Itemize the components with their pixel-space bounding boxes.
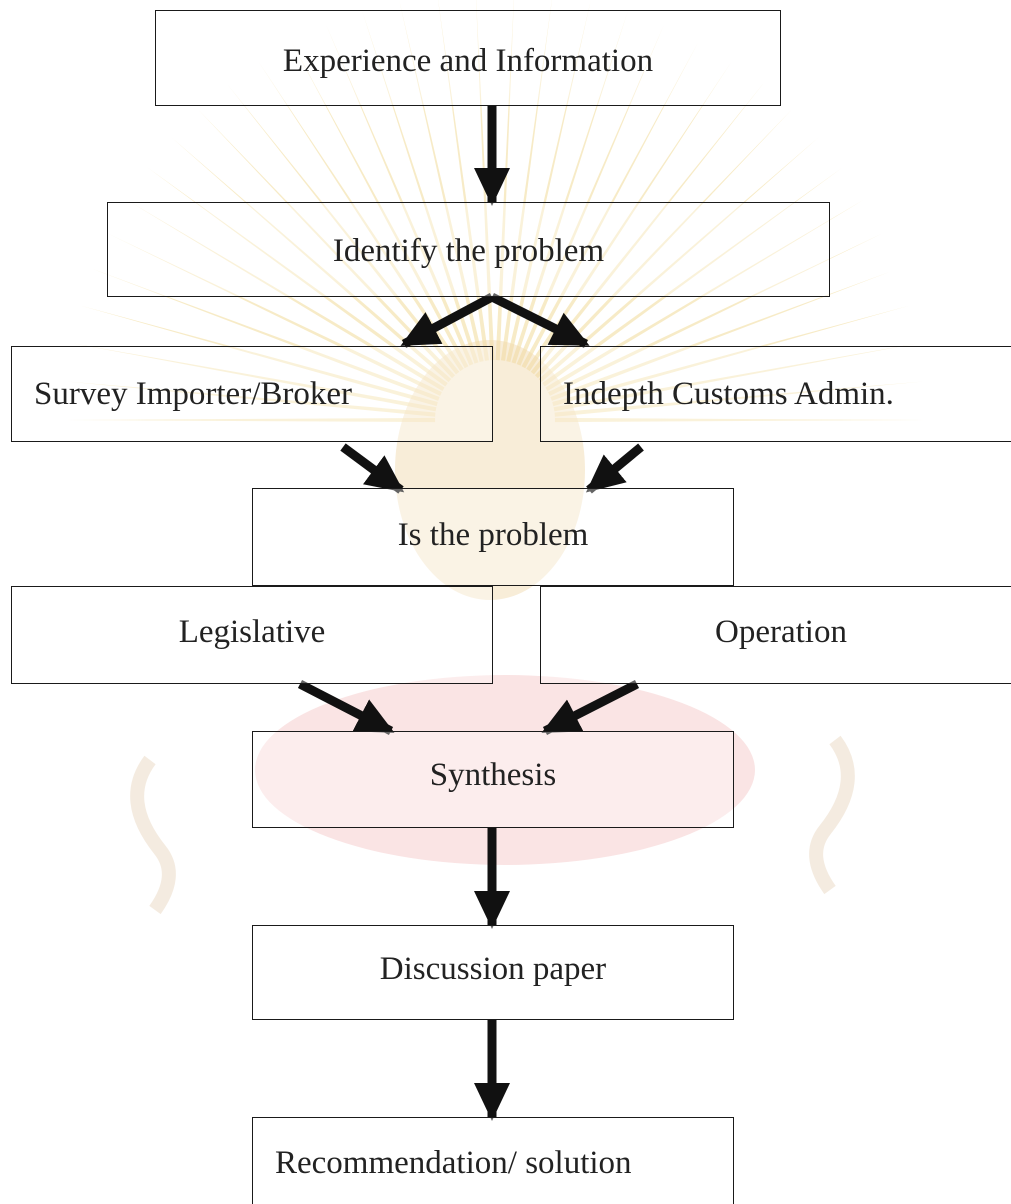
seal-ray xyxy=(534,109,793,379)
box-operation: Operation xyxy=(540,586,1011,684)
label-identify-the-problem: Identify the problem xyxy=(332,233,605,269)
seal-ray xyxy=(65,417,436,423)
seal-ray xyxy=(526,61,732,372)
label-experience-and-information: Experience and Information xyxy=(282,43,654,79)
arrow-indepth-to-is-problem xyxy=(585,443,644,494)
seal-ray xyxy=(542,167,843,387)
label-indepth-customs-admin: Indepth Customs Admin. xyxy=(563,376,894,412)
label-recommendation-solution: Recommendation/ solution xyxy=(275,1145,632,1181)
seal-ray xyxy=(538,137,819,383)
seal-ray xyxy=(258,61,464,372)
label-synthesis: Synthesis xyxy=(429,757,557,793)
box-recommendation-solution: Recommendation/ solution xyxy=(252,1117,734,1204)
box-experience-and-information: Experience and Information xyxy=(155,10,781,106)
label-operation: Operation xyxy=(715,614,847,650)
seal-ray xyxy=(291,41,469,369)
arrow-survey-to-is-problem xyxy=(340,443,405,494)
seal-ray xyxy=(80,305,438,407)
seal-ray xyxy=(516,24,665,366)
arrow-legislative-to-synthesis xyxy=(297,680,395,735)
seal-ray xyxy=(530,83,764,375)
seal-ray xyxy=(548,233,883,396)
seal-ornament-left xyxy=(130,755,176,915)
seal-ray xyxy=(554,381,924,417)
arrow-operation-to-synthesis xyxy=(541,679,640,736)
box-is-the-problem: Is the problem xyxy=(252,488,734,586)
seal-ray xyxy=(125,199,445,392)
seal-ray xyxy=(511,11,628,364)
seal-ray xyxy=(506,0,591,363)
seal-center xyxy=(395,340,585,600)
box-legislative: Legislative xyxy=(11,586,493,684)
seal-ray xyxy=(71,343,437,412)
seal-ray xyxy=(553,343,919,412)
arrow-identify-to-survey xyxy=(400,293,495,348)
label-is-the-problem: Is the problem xyxy=(397,517,589,553)
seal-ray xyxy=(147,167,448,387)
seal-ray xyxy=(66,381,436,417)
seal-ray xyxy=(552,305,910,407)
box-survey-importer-broker: Survey Importer/Broker xyxy=(11,346,493,442)
box-discussion-paper: Discussion paper xyxy=(252,925,734,1020)
seal-ray xyxy=(399,0,484,363)
seal-ray xyxy=(500,0,552,361)
box-identify-the-problem: Identify the problem xyxy=(107,202,830,297)
label-discussion-paper: Discussion paper xyxy=(379,951,607,987)
box-indepth-customs-admin: Indepth Customs Admin. xyxy=(540,346,1011,442)
seal-ray xyxy=(107,233,442,396)
seal-ray xyxy=(197,109,456,379)
seal-ray xyxy=(554,417,925,423)
seal-ornament-right xyxy=(809,735,855,895)
seal-ray xyxy=(545,199,865,392)
label-legislative: Legislative xyxy=(178,614,326,650)
seal-ray xyxy=(550,268,898,401)
label-survey-importer-broker: Survey Importer/Broker xyxy=(34,376,352,412)
seal-ray xyxy=(325,24,474,366)
seal-ray xyxy=(521,41,699,369)
seal-ray xyxy=(438,0,490,361)
seal-ray xyxy=(92,268,440,401)
seal-ray xyxy=(362,11,479,364)
seal-ray xyxy=(171,137,452,383)
box-synthesis: Synthesis xyxy=(252,731,734,828)
seal-rays xyxy=(65,0,925,423)
seal-ray xyxy=(226,83,460,375)
arrow-identify-to-indepth xyxy=(489,292,590,349)
